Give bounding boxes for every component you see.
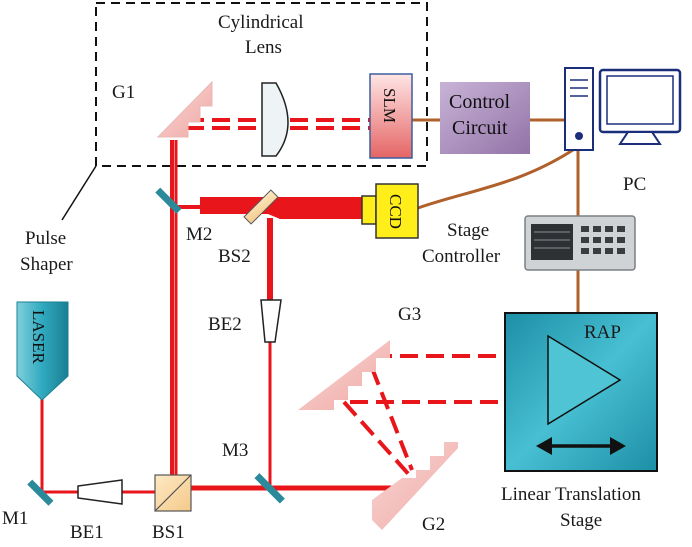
ccd-label: CCD: [386, 194, 405, 229]
pc-icon: [564, 67, 682, 151]
pulse-shaper-box: [95, 2, 428, 167]
beam-splitter-bs2: [243, 189, 279, 225]
mirror-m1: [27, 479, 54, 506]
slm-label: SLM: [380, 88, 399, 123]
ccd-connector: [361, 195, 377, 225]
beam-expander-be2: [260, 299, 282, 343]
stage-controller-label-2: Controller: [422, 246, 501, 267]
m3-label: M3: [222, 440, 248, 461]
cylindrical-lens-label-1: Cylindrical: [218, 12, 303, 33]
double-arrow-icon: [536, 437, 626, 455]
linear-stage-label-1: Linear Translation: [501, 484, 641, 505]
rap-prism-icon: [547, 334, 622, 426]
ccd-box: [375, 183, 419, 239]
be1-label: BE1: [70, 522, 104, 543]
bs2-label: BS2: [218, 246, 251, 267]
cylindrical-lens: [261, 82, 289, 157]
control-circuit-label-1: Control: [449, 91, 511, 113]
laser-beams: [40, 140, 400, 494]
g1-label: G1: [112, 82, 135, 103]
pulse-shaper-label-2: Shaper: [20, 254, 73, 275]
grating-g1: [156, 80, 213, 138]
bs1-label: BS1: [152, 522, 185, 543]
linear-stage-label-2: Stage: [560, 510, 602, 531]
pulse-shaper-pointer: [61, 165, 97, 221]
grating-g2: [372, 442, 458, 530]
stage-controller-label-1: Stage: [447, 220, 489, 241]
control-circuit-label-2: Circuit: [452, 117, 508, 139]
m2-label: M2: [186, 224, 212, 245]
cylindrical-lens-label-2: Lens: [245, 37, 282, 58]
slm-box: [369, 73, 413, 159]
stage-controller-icon: [524, 215, 636, 271]
wires: [412, 118, 580, 314]
laser-label: LASER: [29, 310, 48, 365]
g3-label: G3: [398, 304, 421, 325]
mirror-m3: [254, 473, 285, 504]
be2-label: BE2: [208, 314, 242, 335]
control-circuit-box: [440, 82, 530, 154]
rap-label: RAP: [584, 322, 621, 343]
grating-g3: [298, 340, 390, 410]
pc-label: PC: [623, 174, 646, 195]
mirror-m2: [155, 187, 182, 214]
g2-label: G2: [422, 514, 445, 535]
beam-splitter-bs1: [154, 474, 192, 512]
pulse-shaper-label-1: Pulse: [25, 228, 66, 249]
beam-expander-be1: [77, 479, 123, 505]
m1-label: M1: [2, 508, 28, 529]
laser-icon: [16, 301, 69, 401]
